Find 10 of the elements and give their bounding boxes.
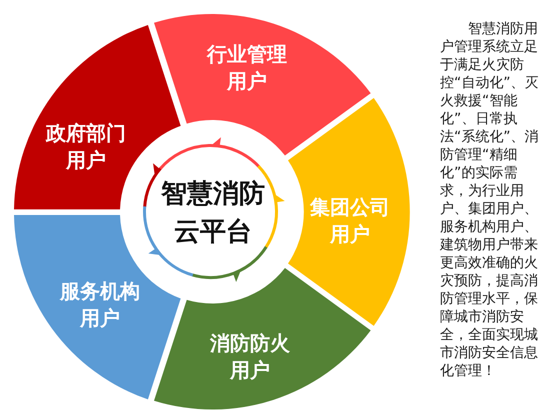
ring-segment [288,98,410,326]
ring-segment [154,14,370,156]
segment-label: 行业管理用户 [206,40,288,95]
segment-label: 集团公司用户 [308,194,391,248]
segment-label: 服务机构用户 [58,278,141,332]
platform-title: 智慧消防云平台 [160,178,266,249]
segment-label: 政府部门用户 [44,120,127,174]
ring-segment [154,268,370,410]
segment-label: 消防防火用户 [208,330,291,384]
description-text: 智慧消防用户管理系统立足于满足火灾防控“自动化”、灭火救援“智能化”、日常执法“系统化”、消防管理“精细化”的实际需求，为行业用户、集团用户、服务机构用户、建筑物用户带来更高效准确的火灾预防，提高消防管理水平，保障城市消防安全，全面实现城市消防安全信息化管理！ [440,20,539,380]
